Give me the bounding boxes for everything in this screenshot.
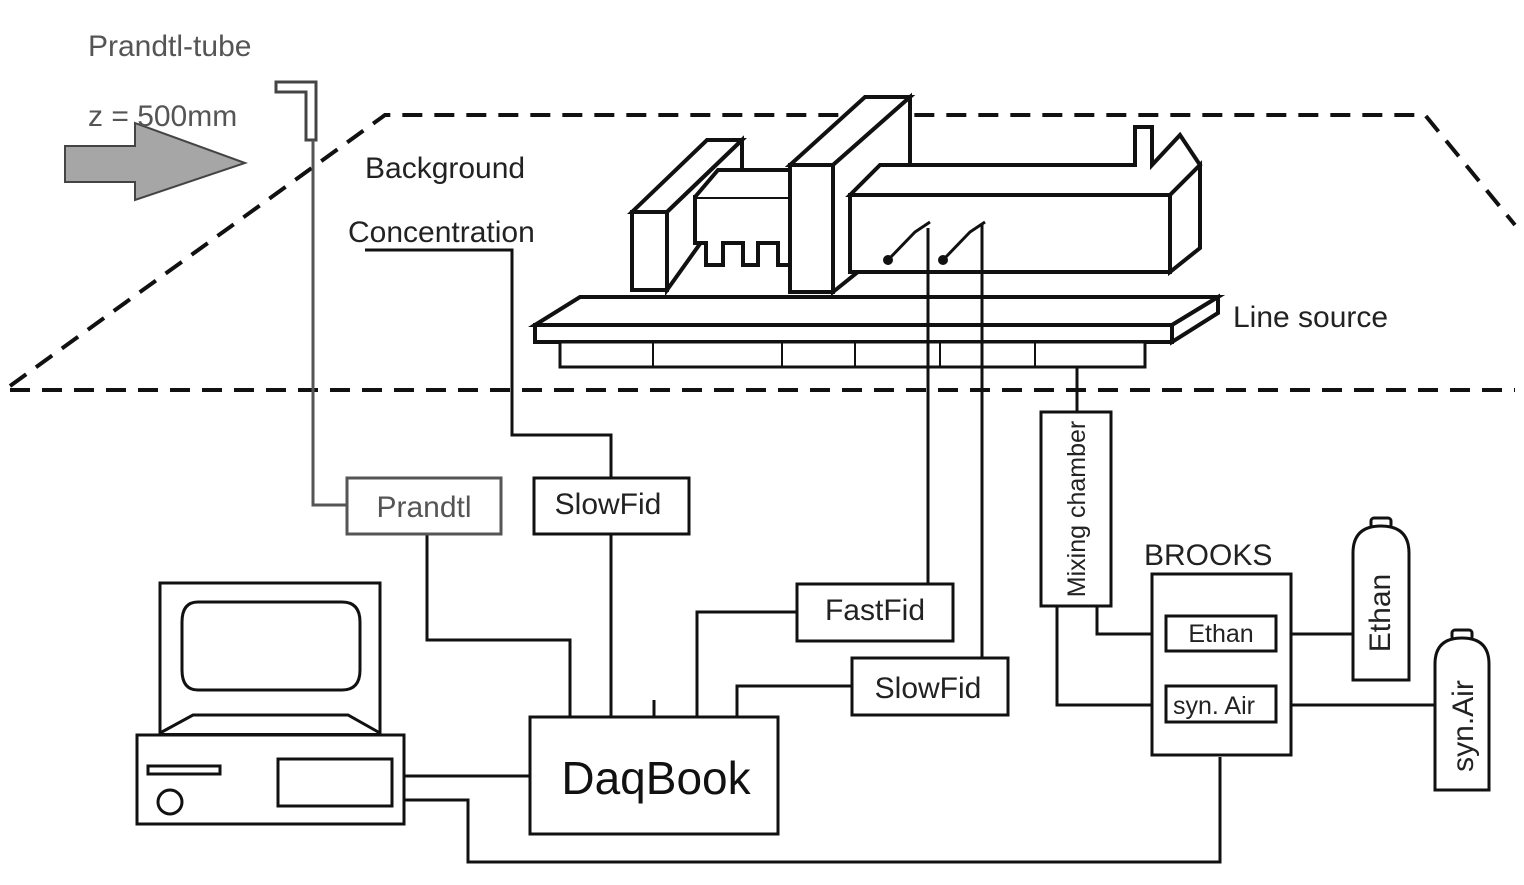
prandtl-tube-icon: [274, 80, 318, 142]
daqbook-box: [528, 715, 780, 836]
computer-icon: [135, 581, 406, 826]
prandtl-tube-label: Prandtl-tube: [88, 30, 251, 63]
mixing-chamber-label: Mixing chamber: [1063, 421, 1091, 597]
daqbook-label: DaqBook: [561, 752, 751, 804]
traverse-model: [627, 92, 1203, 297]
synair-valve-label: syn. Air: [1173, 692, 1255, 720]
slowfid-background-box: [532, 476, 691, 536]
prandtl-box-label: Prandtl: [376, 491, 471, 524]
height-label: z = 500mm: [88, 100, 237, 133]
ethan-valve-box: [1164, 614, 1278, 653]
flow-direction-arrow: [64, 121, 249, 202]
prandtl-box: [345, 476, 503, 536]
synair-bottle: [1433, 628, 1491, 792]
fastfid-box: [795, 582, 955, 643]
brooks-label: BROOKS: [1144, 539, 1272, 572]
slowfid-box: [850, 656, 1010, 717]
mixing-chamber-box: [1039, 410, 1113, 608]
brooks-box: [1150, 572, 1293, 757]
line-source: [528, 293, 1226, 369]
prandtl-wires: [311, 140, 347, 507]
slowfid-background-label: SlowFid: [555, 488, 662, 521]
slowfid-label: SlowFid: [875, 672, 982, 705]
ethan-valve-label: Ethan: [1188, 620, 1253, 648]
ethan-bottle-label: Ethan: [1364, 574, 1397, 652]
background-label-line2: Concentration: [348, 216, 535, 249]
ethan-bottle: [1351, 516, 1411, 682]
synair-bottle-label: syn.Air: [1447, 680, 1480, 772]
background-label-line1: Background: [365, 152, 525, 185]
wind-tunnel-outline: [8, 113, 1517, 392]
fastfid-label: FastFid: [825, 594, 925, 627]
line-source-label: Line source: [1233, 301, 1388, 334]
synair-valve-box: [1164, 684, 1278, 724]
